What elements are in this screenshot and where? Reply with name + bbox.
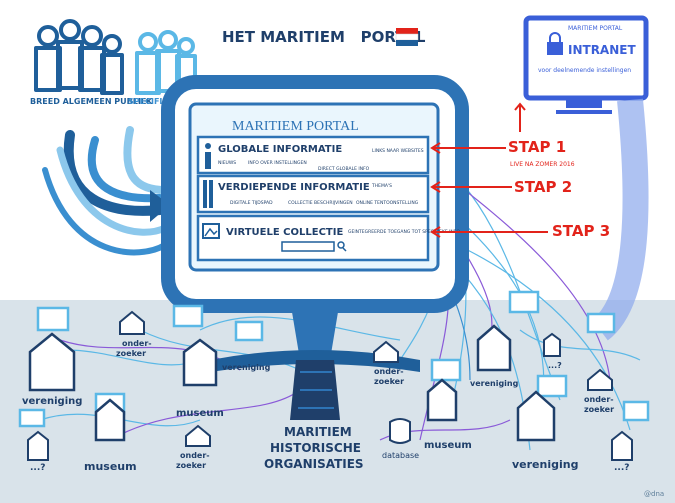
node-label-onderzoeker: zoeker (116, 349, 146, 358)
intranet-monitor (523, 15, 649, 341)
step-1-note: LIVE NA ZOMER 2016 (510, 161, 575, 168)
node-label-onderzoeker: onder- (180, 451, 210, 460)
node-label-unknown: ...? (30, 463, 45, 473)
audience-general-label: BREED ALGEMEEN PUBLIEK (30, 97, 153, 106)
node-label-museum: museum (84, 460, 137, 473)
node-label-onderzoeker: zoeker (584, 405, 614, 414)
section-item: LINKS NAAR WEBSITES (372, 148, 424, 154)
image-icon (202, 223, 220, 239)
section-title-virtual: VIRTUELE COLLECTIE (226, 227, 343, 238)
base-line-2: HISTORISCHE (270, 441, 361, 455)
portal-section-deep: VERDIEPENDE INFORMATIE THEMA'S DIGITALE … (196, 174, 430, 214)
search-icon (337, 241, 347, 252)
node-label-museum: museum (424, 440, 472, 451)
section-item: DIRECT GLOBALE INFO (318, 166, 370, 172)
node-label-unknown: ...? (548, 361, 562, 370)
node-label-onderzoeker: onder- (374, 367, 404, 376)
node-label-onderzoeker: onder- (584, 395, 614, 404)
person-icon (119, 310, 613, 447)
portal-section-virtual: VIRTUELE COLLECTIE GEINTEGREERDE TOEGANG… (196, 214, 460, 262)
base-line-1: MARITIEM (284, 425, 352, 439)
page-title: HET MARITIEM PORTAL (222, 28, 426, 46)
step-2-label: STAP 2 (514, 178, 572, 196)
audience-arrows (42, 126, 170, 256)
step-1-label: STAP 1 (508, 138, 566, 156)
node-label-onderzoeker: zoeker (176, 461, 206, 470)
info-icon (205, 143, 211, 169)
node-label-unknown: ...? (614, 463, 629, 473)
section-title-deep: VERDIEPENDE INFORMATIE (218, 182, 370, 193)
artist-signature: @dna (644, 490, 664, 498)
node-label-onderzoeker: zoeker (374, 377, 404, 386)
section-item: THEMA'S (371, 183, 392, 189)
people-general-icon (34, 19, 124, 95)
node-label-vereniging: vereniging (222, 363, 271, 372)
section-item: ONLINE TENTOONSTELLING (356, 200, 419, 206)
dutch-flag-icon (395, 28, 419, 46)
node-label-vereniging: vereniging (512, 458, 578, 471)
intranet-title: INTRANET (568, 43, 636, 57)
node-label-vereniging: vereniging (22, 396, 82, 407)
section-item: NIEUWS (218, 160, 236, 166)
node-label-database: database (382, 451, 419, 460)
intranet-subtitle: voor deelnemende instellingen (538, 67, 631, 74)
section-item: DIGITALE TIJDSPAD (230, 200, 273, 206)
node-label-vereniging: vereniging (470, 379, 519, 388)
section-title-global: GLOBALE INFORMATIE (218, 144, 342, 155)
section-item: COLLECTIE BESCHRIJVINGEN (288, 200, 353, 206)
step-arrows (430, 102, 548, 238)
node-label-museum: museum (176, 408, 224, 419)
node-label-onderzoeker: onder- (122, 339, 152, 348)
portal-title: MARITIEM PORTAL (232, 119, 359, 134)
base-column (290, 360, 340, 420)
collection-search-input[interactable] (281, 241, 335, 252)
section-item: INFO OVER INSTELLINGEN (248, 160, 307, 166)
database-icon (389, 418, 411, 444)
book-icon (203, 180, 213, 208)
section-item: GEINTEGREERDE TOEGANG TOT SPECIFIEKE INF… (348, 229, 460, 235)
base-line-3: ORGANISATIES (264, 457, 364, 471)
step-3-label: STAP 3 (552, 222, 610, 240)
intranet-header: MARITIEM PORTAL (568, 25, 623, 32)
portal-section-global: GLOBALE INFORMATIE NIEUWS INFO OVER INST… (196, 135, 430, 175)
lock-icon (547, 32, 563, 55)
house-icon (28, 324, 556, 442)
small-house-icon (27, 332, 633, 461)
